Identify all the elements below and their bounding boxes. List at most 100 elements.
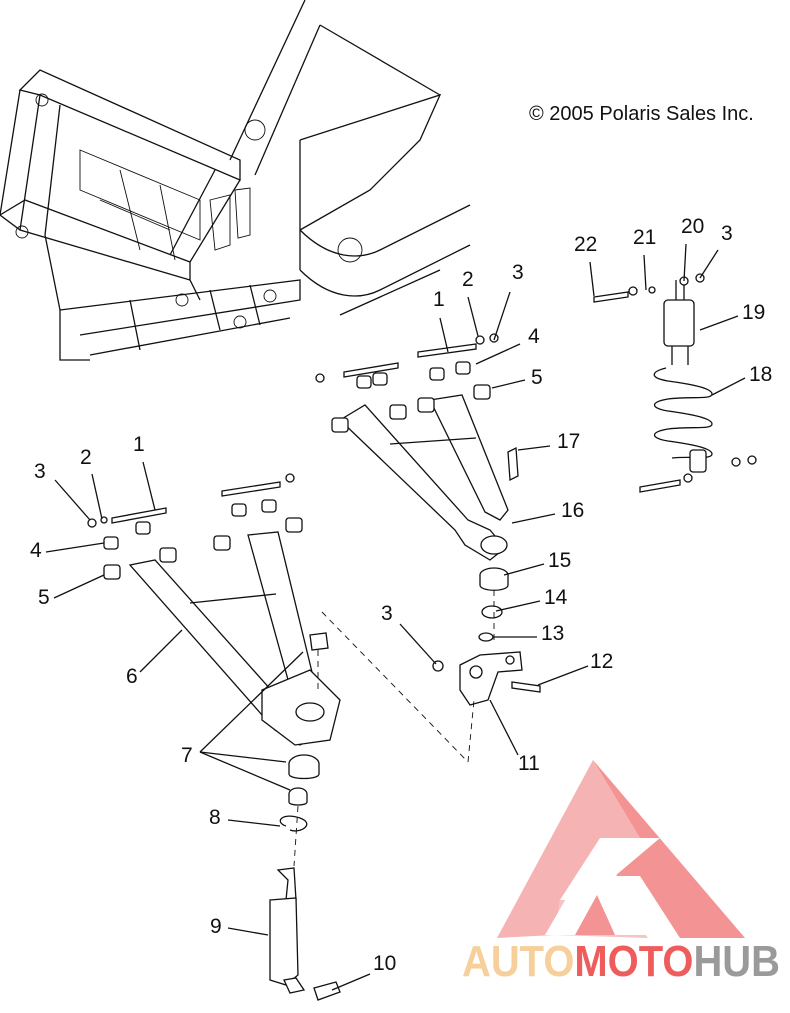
leader-line (489, 699, 519, 756)
callout-20: 20 (681, 215, 704, 282)
leader-line (199, 751, 287, 763)
callout-12: 12 (537, 650, 613, 686)
leader-line (199, 651, 304, 753)
leader-line (511, 513, 556, 524)
callout-label: 14 (544, 586, 568, 609)
watermark-part-auto: AUTO (462, 937, 574, 986)
callout-label: 3 (34, 460, 46, 483)
leader-line (589, 261, 595, 297)
callout-3: 3 (381, 602, 437, 665)
callout-9: 9 (210, 915, 269, 938)
callout-label: 6 (126, 665, 138, 688)
watermark-part-moto: MOTO (574, 937, 693, 986)
callout-16: 16 (511, 499, 584, 524)
leader-line (439, 317, 449, 353)
callout-8: 8 (209, 806, 281, 829)
leader-line (643, 254, 647, 291)
callout-4: 4 (475, 325, 540, 365)
leader-line (467, 296, 479, 337)
callout-label: 1 (433, 288, 445, 311)
callout-label: 13 (541, 622, 564, 645)
callout-19: 19 (699, 301, 765, 331)
callout-label: 10 (373, 952, 396, 975)
callout-label: 7 (181, 744, 193, 767)
callout-label: 8 (209, 806, 221, 829)
leader-line (699, 315, 739, 331)
watermark-text: AUTOMOTOHUB (462, 937, 780, 986)
leader-line (139, 629, 183, 673)
callout-3: 3 (493, 261, 524, 341)
callout-label: 2 (80, 446, 92, 469)
callout-17: 17 (517, 430, 580, 453)
callout-label: 5 (531, 366, 543, 389)
leader-line (503, 563, 545, 576)
leader-line (227, 819, 281, 827)
leader-line (517, 445, 551, 451)
callout-3: 3 (699, 222, 733, 279)
leader-line (227, 927, 269, 936)
callout-1: 1 (133, 433, 156, 511)
callout-11: 11 (489, 699, 540, 775)
leader-line (199, 751, 291, 791)
leader-line (493, 291, 511, 341)
callout-2: 2 (80, 446, 103, 520)
callout-label: 16 (561, 499, 584, 522)
leader-line (53, 574, 105, 599)
callout-label: 1 (133, 433, 145, 456)
watermark-part-hub: HUB (693, 937, 780, 986)
assembly-guide-lines (293, 590, 495, 867)
callout-21: 21 (633, 226, 656, 291)
callout-label: 22 (574, 233, 597, 256)
callout-label: 2 (462, 268, 474, 291)
leader-line (495, 600, 541, 612)
callout-label: 20 (681, 215, 704, 238)
chassis-frame (0, 0, 471, 361)
callout-label: 4 (30, 539, 42, 562)
callout-13: 13 (494, 622, 564, 645)
leader-line (711, 377, 746, 396)
callout-label: 11 (518, 752, 540, 775)
leader-line (699, 249, 719, 279)
callout-1: 1 (433, 288, 449, 353)
leader-line (491, 379, 526, 389)
leader-line (45, 542, 105, 553)
callout-6: 6 (126, 629, 183, 688)
callout-3: 3 (34, 460, 91, 521)
callout-label: 17 (557, 430, 580, 453)
callout-label: 3 (381, 602, 393, 625)
leader-line (54, 479, 91, 521)
callout-label: 21 (633, 226, 656, 249)
callout-label: 9 (210, 915, 222, 938)
callout-5: 5 (38, 574, 105, 609)
watermark-logo (497, 760, 745, 938)
callout-label: 15 (548, 549, 571, 572)
callout-5: 5 (491, 366, 543, 389)
callout-2: 2 (462, 268, 479, 337)
leader-line (537, 665, 589, 686)
copyright-notice: © 2005 Polaris Sales Inc. (529, 103, 754, 125)
callout-22: 22 (574, 233, 597, 297)
shock-absorber (593, 273, 757, 493)
upper-a-arm-left (87, 473, 341, 746)
callout-label: 5 (38, 586, 50, 609)
callout-7: 7 (181, 651, 304, 791)
callout-label: 3 (512, 261, 524, 284)
leader-line (399, 623, 437, 665)
leader-line (91, 473, 103, 520)
leader-line (475, 343, 521, 365)
upper-a-arm-right (315, 333, 519, 561)
callout-label: 18 (749, 363, 772, 386)
spindle-assembly (269, 567, 541, 1001)
callout-label: 4 (528, 325, 540, 348)
callout-label: 19 (742, 301, 765, 324)
callout-label: 12 (590, 650, 613, 673)
leader-line (683, 243, 687, 282)
callout-15: 15 (503, 549, 571, 576)
leader-line (142, 461, 156, 511)
callout-18: 18 (711, 363, 772, 396)
callout-label: 3 (721, 222, 733, 245)
callout-14: 14 (495, 586, 568, 612)
leader-line (331, 973, 371, 991)
